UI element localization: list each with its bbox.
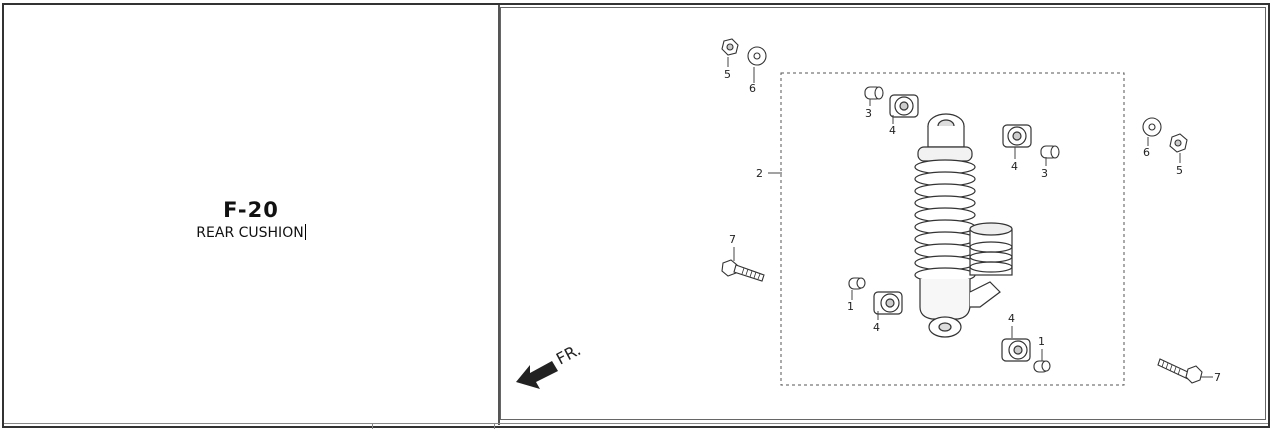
shock-absorber: [914, 113, 1013, 338]
page-name-text: REAR CUSHION: [196, 225, 304, 241]
washer: [747, 46, 767, 66]
callout-label: 7: [729, 233, 736, 246]
bushing: [889, 94, 919, 118]
callout-label: 7: [1214, 371, 1221, 384]
cell-divider: [498, 5, 500, 425]
assembly-box: [780, 72, 1125, 386]
collar: [1033, 360, 1051, 373]
bottom-tick: [494, 423, 495, 429]
front-arrow-icon: [516, 361, 558, 389]
page-code: F-20: [223, 198, 279, 222]
callout-label: 2: [756, 167, 763, 180]
leader-lines: [727, 57, 1213, 378]
callout-label: 6: [749, 82, 756, 95]
callout-label: 3: [1041, 167, 1048, 180]
collar: [1040, 145, 1060, 159]
callout-label: 5: [1176, 164, 1183, 177]
exploded-diagram: 5 6 2 3 4 4 3 6 5 7 1 4 4 1 7 FR.: [516, 38, 1221, 389]
collar: [848, 277, 866, 290]
callout-label: 4: [873, 321, 880, 334]
page-frame: [2, 3, 1270, 428]
callout-label: 5: [724, 68, 731, 81]
collar: [864, 86, 884, 100]
callout-label: 6: [1143, 146, 1150, 159]
bushing: [1002, 124, 1032, 148]
bolt: [721, 259, 765, 282]
bushing: [873, 291, 903, 315]
title-cell: F-20 REAR CUSHION: [4, 5, 498, 420]
nut: [1169, 133, 1188, 153]
callout-label: 4: [889, 124, 896, 137]
bottom-divider: [4, 423, 1268, 424]
diagram-border: [500, 7, 1266, 420]
front-marker-label: FR.: [553, 340, 584, 368]
bolt: [1157, 358, 1203, 384]
callout-label: 1: [847, 300, 854, 313]
page-name[interactable]: REAR CUSHION: [4, 224, 498, 241]
washer: [1142, 117, 1162, 137]
nut: [721, 38, 739, 56]
callout-label: 4: [1008, 312, 1015, 325]
text-cursor: [304, 224, 306, 240]
callout-label: 3: [865, 107, 872, 120]
bushing: [1001, 338, 1031, 362]
callout-label: 4: [1011, 160, 1018, 173]
callout-label: 1: [1038, 335, 1045, 348]
bottom-tick: [372, 423, 373, 429]
